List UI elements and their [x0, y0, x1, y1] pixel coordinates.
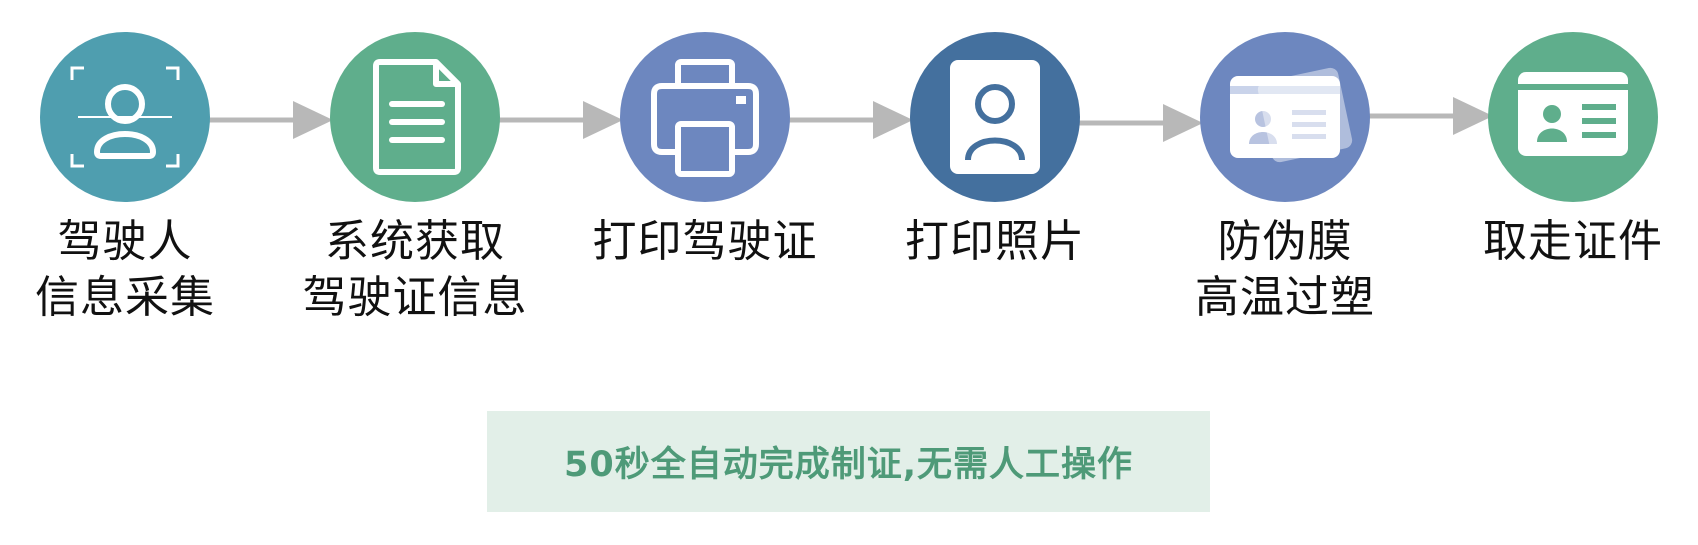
connector-arrow-4	[1075, 104, 1203, 142]
step-2-circle	[330, 32, 500, 202]
step-anti-counterfeit-lamination: 防伪膜 高温过塑	[1155, 0, 1415, 340]
summary-banner: 50秒全自动完成制证,无需人工操作	[487, 411, 1210, 512]
step-5-label: 防伪膜 高温过塑	[1155, 214, 1415, 326]
step-5-label-line-2: 高温过塑	[1195, 272, 1375, 323]
document-icon	[373, 59, 461, 175]
step-4-label: 打印照片	[865, 214, 1125, 270]
step-1-label: 驾驶人 信息采集	[0, 214, 255, 326]
step-5-circle	[1200, 32, 1370, 202]
connector-arrow-5	[1365, 97, 1493, 135]
printer-icon	[651, 59, 759, 177]
step-4-label-line-1: 打印照片	[905, 216, 1085, 267]
step-3-label: 打印驾驶证	[575, 214, 835, 270]
step-system-fetch-license-info: 系统获取 驾驶证信息	[285, 0, 545, 340]
step-6-label: 取走证件	[1443, 214, 1698, 270]
step-driver-info-collection: 驾驶人 信息采集	[0, 0, 255, 340]
step-3-label-line-1: 打印驾驶证	[592, 216, 818, 267]
step-print-license: 打印驾驶证	[575, 0, 835, 340]
connector-arrow-1	[205, 101, 333, 139]
step-2-label-line-2: 驾驶证信息	[302, 272, 528, 323]
scan-person-icon	[70, 66, 180, 168]
step-3-circle	[620, 32, 790, 202]
step-1-label-line-1: 驾驶人	[57, 216, 193, 267]
laminated-card-icon	[1230, 67, 1353, 163]
summary-banner-text: 50秒全自动完成制证,无需人工操作	[563, 445, 1133, 485]
connector-arrow-2	[495, 101, 623, 139]
step-2-label-line-1: 系统获取	[325, 216, 505, 267]
step-6-circle	[1488, 32, 1658, 202]
step-take-certificate: 取走证件	[1443, 0, 1698, 340]
step-2-label: 系统获取 驾驶证信息	[285, 214, 545, 326]
step-1-circle	[40, 32, 210, 202]
photo-portrait-icon	[950, 60, 1040, 174]
step-print-photo: 打印照片	[865, 0, 1125, 340]
id-card-icon	[1518, 72, 1628, 156]
connector-arrow-3	[785, 101, 913, 139]
step-6-label-line-1: 取走证件	[1483, 216, 1663, 267]
step-1-label-line-2: 信息采集	[35, 272, 215, 323]
step-4-circle	[910, 32, 1080, 202]
step-5-label-line-1: 防伪膜	[1217, 216, 1353, 267]
